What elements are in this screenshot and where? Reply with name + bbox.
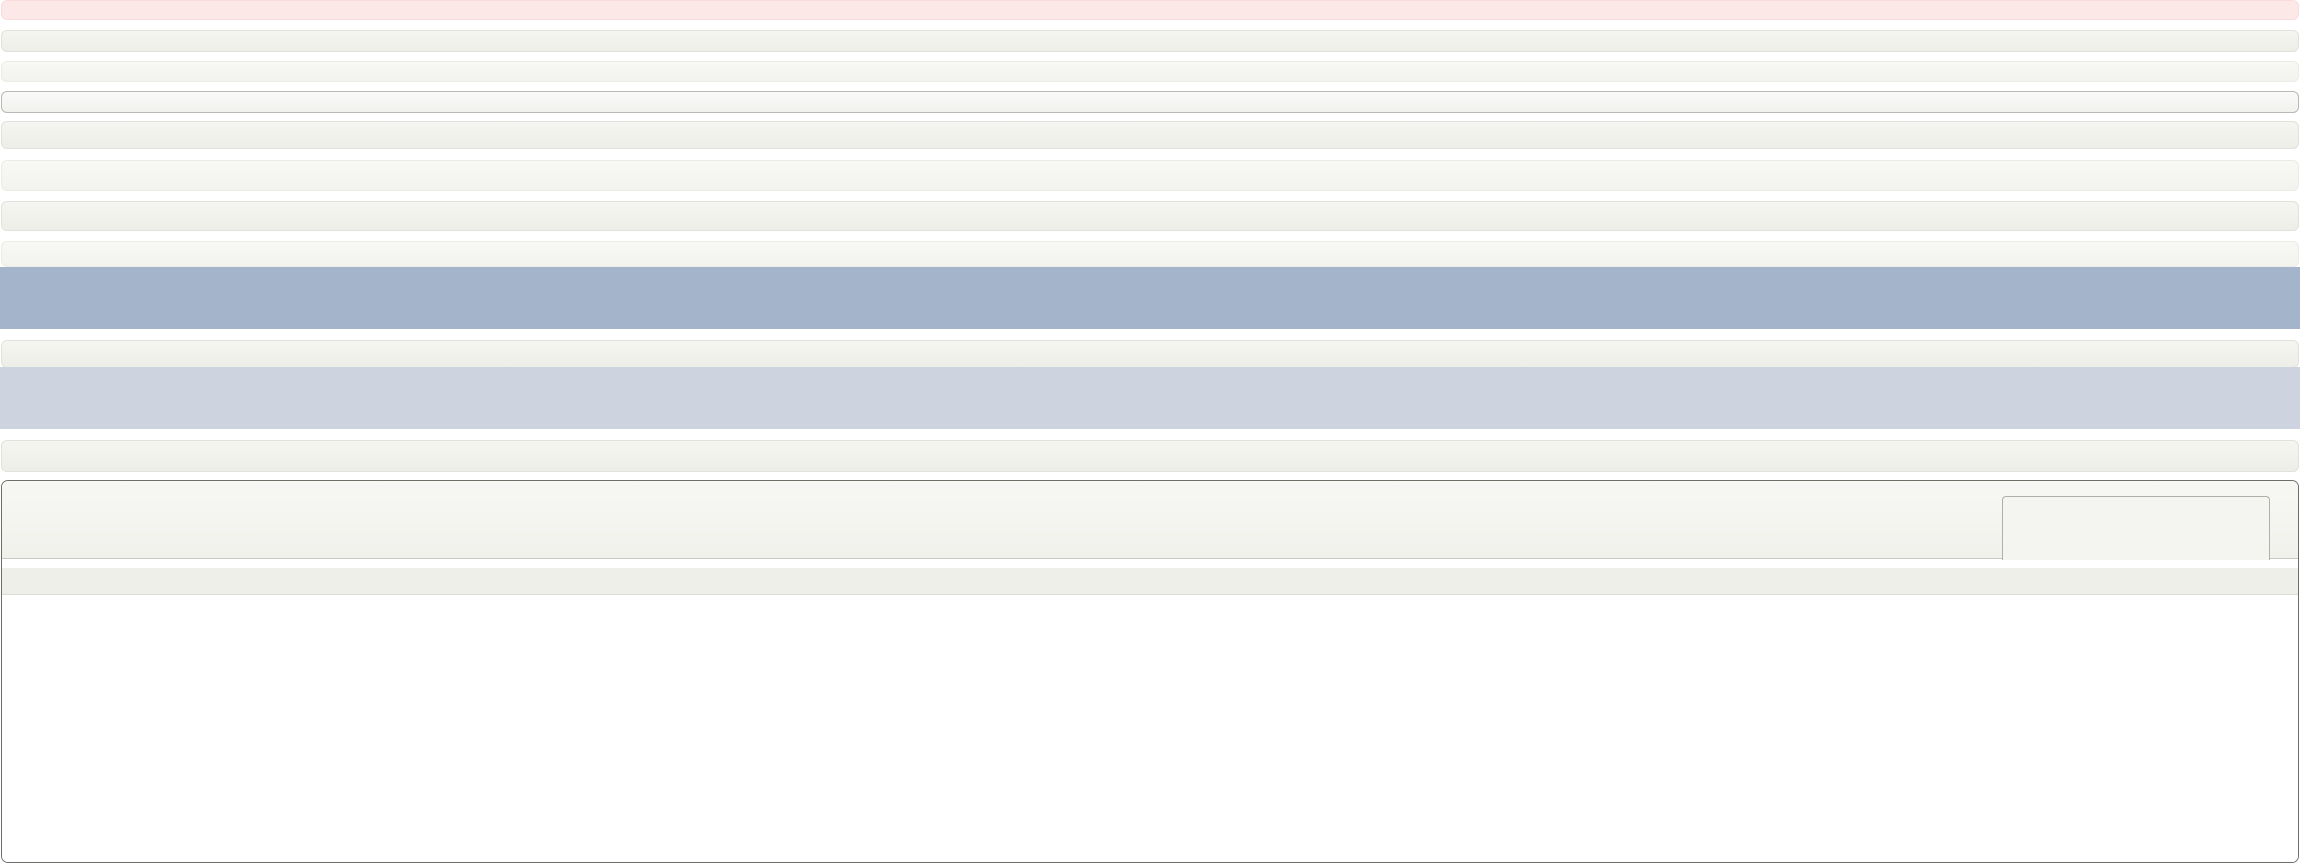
selected-row[interactable] xyxy=(0,267,2300,329)
panel-tab[interactable] xyxy=(2002,496,2270,560)
list-row[interactable] xyxy=(1,201,2299,231)
list-row[interactable] xyxy=(1,30,2299,52)
list-row[interactable] xyxy=(1,121,2299,149)
list-row[interactable] xyxy=(1,61,2299,82)
panel-toolbar xyxy=(2,568,2298,595)
list-row[interactable] xyxy=(1,160,2299,191)
list-row[interactable] xyxy=(1,440,2299,472)
panel-tab-strip xyxy=(2,481,2298,560)
list-row[interactable] xyxy=(1,340,2299,368)
error-row[interactable] xyxy=(1,0,2299,20)
bottom-panel xyxy=(1,480,2299,863)
list-row[interactable] xyxy=(1,241,2299,267)
inactive-selected-row[interactable] xyxy=(0,367,2300,429)
panel-content[interactable] xyxy=(2,595,2298,862)
focused-row[interactable] xyxy=(1,91,2299,113)
